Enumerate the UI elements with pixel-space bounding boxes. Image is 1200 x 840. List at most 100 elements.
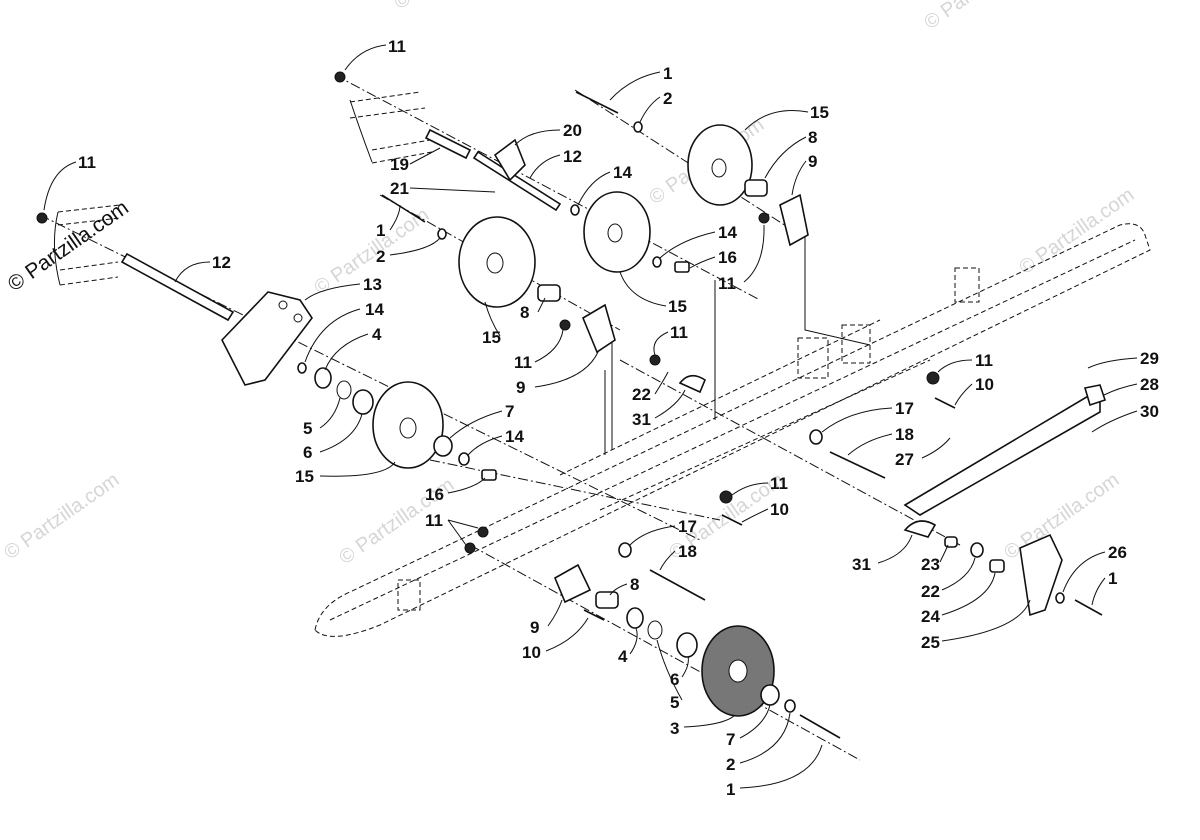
- callout: 5: [656, 639, 683, 712]
- washer-17: [809, 429, 823, 445]
- callout: 11: [731, 474, 788, 496]
- svg-text:18: 18: [678, 542, 697, 561]
- callout: 2: [376, 237, 441, 266]
- svg-text:1: 1: [1108, 569, 1117, 588]
- svg-text:5: 5: [670, 693, 679, 712]
- svg-text:24: 24: [921, 607, 940, 626]
- svg-text:3: 3: [670, 719, 679, 738]
- svg-text:11: 11: [514, 353, 532, 372]
- washer-17: [618, 542, 632, 558]
- svg-text:2: 2: [376, 247, 385, 266]
- svg-text:1: 1: [726, 780, 735, 799]
- svg-text:15: 15: [810, 103, 829, 122]
- bolt-10: [583, 609, 605, 621]
- svg-text:4: 4: [618, 647, 628, 666]
- nut-11: [334, 71, 346, 83]
- bracket-9: [581, 303, 616, 354]
- callout: 15: [744, 103, 829, 131]
- washer-26: [1055, 592, 1065, 604]
- svg-text:6: 6: [303, 443, 312, 462]
- svg-text:11: 11: [718, 274, 736, 293]
- spacer-23: [944, 536, 958, 548]
- washer-14: [297, 362, 307, 374]
- watermark-text: © Partzilla.com: [390, 0, 513, 14]
- washer-2: [784, 699, 796, 713]
- callout: 8: [609, 575, 639, 596]
- callout: 26: [1062, 543, 1127, 593]
- svg-text:21: 21: [390, 179, 409, 198]
- svg-text:8: 8: [520, 303, 529, 322]
- svg-text:23: 23: [921, 555, 940, 574]
- spacer-8: [744, 179, 768, 197]
- svg-text:14: 14: [505, 427, 524, 446]
- svg-text:10: 10: [770, 500, 789, 519]
- spacer-8: [595, 591, 619, 609]
- callout: 9: [530, 599, 563, 637]
- bolt-10: [934, 397, 956, 409]
- nut-11: [464, 542, 476, 554]
- callout: 2: [639, 89, 672, 123]
- svg-text:30: 30: [1140, 402, 1159, 421]
- svg-text:8: 8: [630, 575, 639, 594]
- bracket-9: [779, 193, 809, 247]
- bolt-10: [721, 514, 743, 526]
- axis-line: [469, 544, 861, 761]
- svg-text:22: 22: [921, 582, 940, 601]
- washer-2: [633, 121, 643, 133]
- watermark-text: © Partzilla.com: [1000, 469, 1123, 564]
- svg-text:15: 15: [295, 467, 314, 486]
- wheel-15: [583, 191, 651, 273]
- callout: 17: [629, 517, 697, 546]
- callout: 19: [390, 147, 441, 174]
- washer-2: [437, 228, 447, 240]
- svg-text:14: 14: [613, 163, 632, 182]
- callout: 1: [609, 64, 672, 101]
- spacer-16: [674, 261, 690, 273]
- callout: 10: [522, 617, 589, 662]
- tube-19: [424, 128, 472, 160]
- svg-text:28: 28: [1140, 375, 1159, 394]
- svg-text:8: 8: [808, 128, 817, 147]
- bearing-6: [352, 389, 374, 415]
- spacer-8: [537, 284, 561, 302]
- washer-14: [570, 204, 580, 216]
- callout-layer: 11 1 2 15 8 9 20 12 19 21 14 11 12 1 2 1…: [43, 37, 1159, 799]
- bolt-18: [829, 451, 886, 479]
- idler-arm-27: [903, 394, 1101, 516]
- svg-text:2: 2: [726, 755, 735, 774]
- svg-text:10: 10: [975, 375, 994, 394]
- ring-5: [336, 380, 352, 400]
- svg-text:7: 7: [726, 730, 735, 749]
- callout: 9: [516, 351, 599, 397]
- svg-text:9: 9: [516, 378, 525, 397]
- svg-text:27: 27: [895, 450, 914, 469]
- nut-11: [649, 354, 661, 366]
- svg-text:14: 14: [365, 300, 384, 319]
- callout: 10: [954, 375, 994, 406]
- nut-11: [559, 319, 571, 331]
- callout: 16: [689, 248, 737, 269]
- callout: 24: [921, 572, 996, 626]
- callout: 13: [304, 275, 382, 301]
- callout: 27: [895, 437, 951, 469]
- nut-11: [36, 212, 48, 224]
- arm-20: [493, 138, 526, 182]
- end-cap-25: [1019, 533, 1063, 617]
- svg-text:15: 15: [668, 297, 687, 316]
- callout: 31: [632, 389, 686, 429]
- svg-text:12: 12: [212, 253, 231, 272]
- callout: 7: [726, 704, 771, 749]
- bolt-1: [381, 194, 426, 223]
- svg-text:25: 25: [921, 633, 940, 652]
- svg-text:29: 29: [1140, 349, 1159, 368]
- svg-text:26: 26: [1108, 543, 1127, 562]
- callout: 18: [659, 542, 697, 571]
- shaft-12: [472, 150, 562, 212]
- wheel-3: [701, 625, 775, 717]
- svg-text:11: 11: [975, 351, 993, 370]
- bracket-9: [553, 563, 592, 604]
- bumper-31: [903, 520, 937, 538]
- bolt-1: [799, 714, 841, 739]
- svg-text:11: 11: [770, 474, 788, 493]
- svg-text:4: 4: [372, 325, 382, 344]
